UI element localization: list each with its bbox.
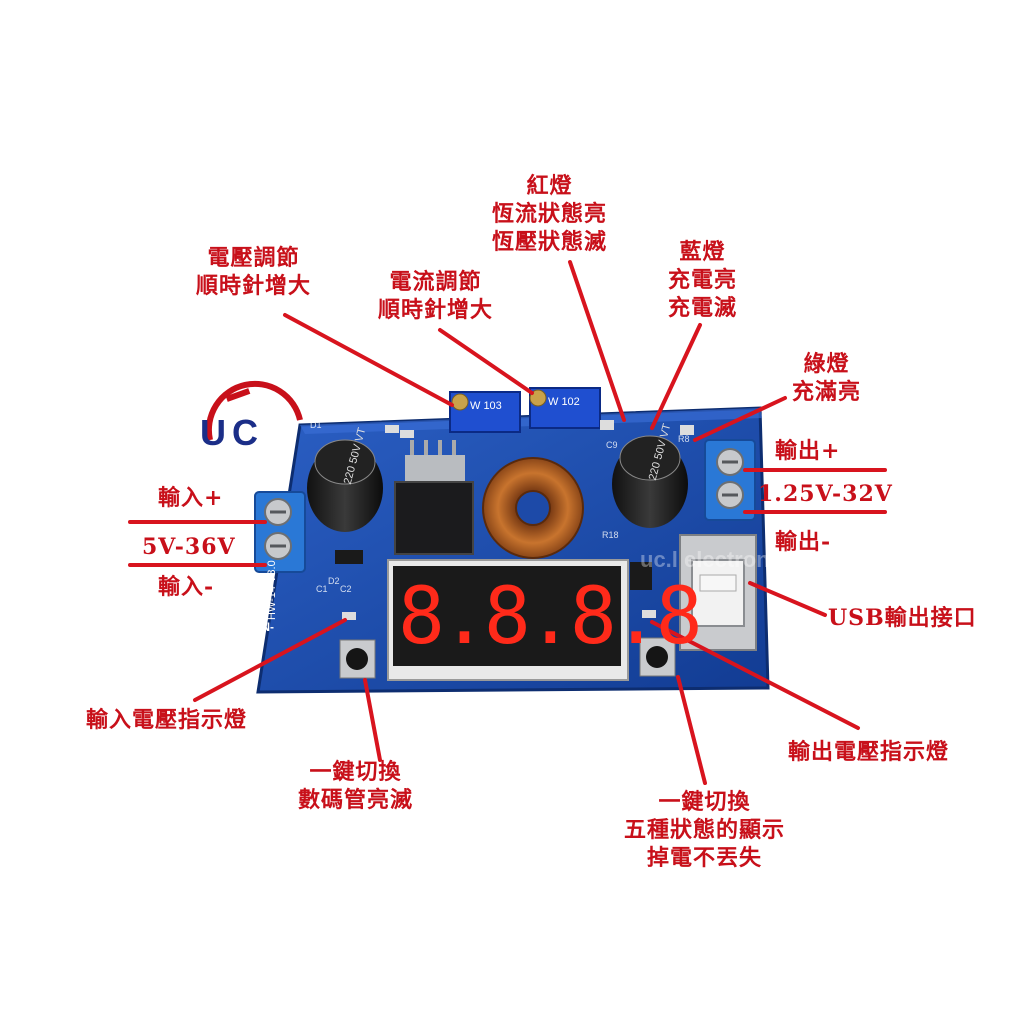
smd-components (335, 420, 694, 620)
output-terminal-block (704, 439, 756, 521)
label-blue-led: 藍燈 充電亮 充電滅 (668, 239, 738, 321)
silk-in-minus: IN- (258, 620, 274, 634)
mode-button-pointer (676, 675, 707, 785)
voltage-adjust-pointer (283, 313, 454, 407)
label-input-minus: 輸入- (158, 574, 215, 600)
blue-led-pointer (650, 323, 702, 430)
display-toggle-pointer (363, 678, 382, 762)
capacitor-right (612, 435, 688, 528)
uc-logo (205, 380, 303, 441)
watermark-text: uc.l electronic (640, 547, 788, 572)
output-led-pointer (650, 620, 860, 730)
usb-port (679, 534, 757, 651)
label-usb-port: USB輸出接口 (828, 605, 977, 631)
red-led-pointer (568, 260, 626, 422)
label-mode-button: 一鍵切換 五種狀態的顯示 掉電不丟失 (624, 789, 786, 871)
pot-right-label: W 102 (548, 396, 580, 408)
label-output-plus: 輸出+ (775, 438, 841, 464)
label-input-plus: 輸入+ (158, 485, 224, 511)
usb-port-pointer (748, 581, 827, 617)
current-adjust-pointer (438, 328, 534, 395)
label-voltage-adjust: 電壓調節 順時針增大 (196, 245, 312, 299)
logo-text: UC (200, 412, 264, 453)
toroid-inductor (482, 457, 584, 559)
voltage-potentiometer (449, 391, 521, 433)
label-red-led: 紅燈 恆流狀態亮 恆壓狀態滅 (492, 173, 608, 255)
silk-model: HW-14 V3.0 (266, 560, 278, 620)
mode-button[interactable] (639, 637, 676, 677)
display-digits: 8.8.8.8 (398, 572, 703, 662)
pot-left-label: W 103 (470, 400, 502, 412)
label-output-minus: 輸出- (775, 529, 832, 555)
label-input-voltage-led: 輸入電壓指示燈 (86, 707, 248, 733)
label-display-toggle-button: 一鍵切換 數碼管亮滅 (298, 759, 414, 813)
display-toggle-button[interactable] (339, 639, 376, 679)
label-green-led: 綠燈 充滿亮 (792, 351, 862, 405)
annotation-lines (128, 260, 887, 785)
current-potentiometer (529, 387, 601, 429)
label-output-voltage-led: 輸出電壓指示燈 (788, 739, 950, 765)
label-output-range: 1.25V-32V (758, 481, 893, 507)
green-led-pointer (693, 396, 787, 442)
label-current-adjust: 電流調節 順時針增大 (378, 269, 494, 323)
capacitor-left (307, 439, 383, 532)
silk-in-plus: IN+ (258, 460, 278, 474)
label-input-range: 5V-36V (142, 534, 236, 560)
input-led-pointer (193, 618, 347, 702)
seven-segment-display (387, 559, 629, 681)
regulator-ic (394, 440, 474, 555)
input-terminal-block (254, 491, 306, 573)
